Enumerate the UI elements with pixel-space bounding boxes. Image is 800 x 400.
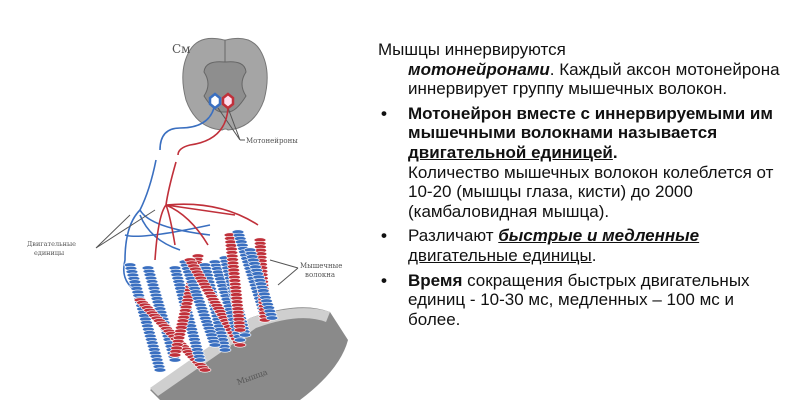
fiber-segment-slow (218, 347, 232, 353)
spinal-cord (182, 37, 268, 131)
fiber-segment-slow (193, 357, 207, 363)
bullet-icon: • (381, 103, 387, 123)
motor-unit-illustration: См Мотонейроны Двигательные единицы Мыше… (27, 37, 348, 400)
fiber-segment-fast (233, 342, 247, 348)
muscle-fibers (123, 229, 279, 373)
intro-text-2: . Каждый аксон мотонейрона иннервирует г… (408, 59, 780, 99)
bullet-icon: • (381, 226, 387, 246)
fiber-segment-slow (208, 342, 222, 348)
contraction-time-text: сокращения быстрых двигательных единиц -… (408, 270, 750, 329)
motor-unit-definition: Мотонейрон вместе с иннервируемыми им мы… (408, 103, 773, 143)
motoneuron-fast-icon (221, 92, 235, 110)
axons (122, 107, 259, 291)
bullet-contraction-time: • Время сокращения быстрых двигательных … (378, 271, 788, 330)
intro-text: Мышцы иннервируются (378, 40, 566, 59)
intro-paragraph: Мышцы иннервируются мотонейронами. Кажды… (378, 40, 788, 99)
term-motor-units: двигательные единицы (408, 245, 592, 265)
fiber-segment-fast (233, 327, 247, 333)
motoneuron-slow-icon (208, 92, 222, 110)
distinguish-text: Различают (408, 226, 499, 246)
period: . (591, 245, 597, 265)
muscle-body (150, 307, 348, 400)
term-motor-unit: двигательной единицей (408, 142, 613, 162)
label-muscle-fibers-1: Мышечные (300, 262, 342, 270)
fiber-segment-fast (198, 367, 212, 373)
term-time: Время (408, 270, 463, 290)
term-motoneurons: мотонейронами (408, 59, 550, 79)
label-motoneurons: Мотонейроны (246, 137, 298, 145)
period: . (612, 142, 618, 162)
fiber-segment-slow (238, 332, 252, 338)
bullet-motor-unit: • Мотонейрон вместе с иннервируемыми им … (378, 104, 788, 222)
fiber-count-text: Количество мышечных волокон колеблется о… (408, 162, 774, 221)
fiber-segment-slow (168, 357, 182, 363)
fiber-segment-slow (265, 315, 279, 321)
bullet-icon: • (381, 270, 387, 290)
bullet-fast-slow: • Различают быстрые и медленные двигател… (378, 226, 788, 265)
label-motor-units-2: единицы (34, 249, 64, 257)
label-motor-units-1: Двигательные (27, 240, 76, 248)
label-muscle-fibers-2: волокна (305, 271, 335, 279)
fiber-segment-slow (233, 337, 247, 343)
term-fast-slow: быстрые и медленные (498, 226, 700, 246)
label-spinal-cord: См (172, 42, 191, 56)
fiber-segment-fast (168, 352, 182, 358)
fiber-segment-slow (153, 367, 167, 373)
slide-text: Мышцы иннервируются мотонейронами. Кажды… (378, 40, 788, 329)
